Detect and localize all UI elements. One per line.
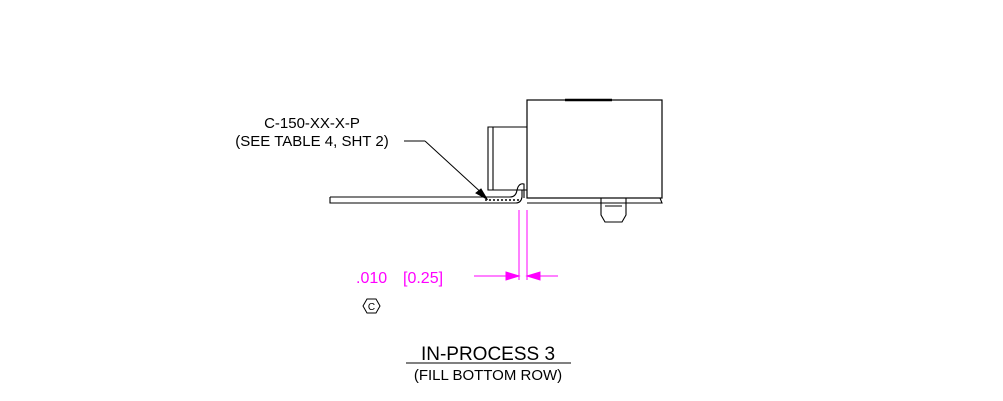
view-title: IN-PROCESS 3 xyxy=(421,344,555,365)
housing-boss xyxy=(487,126,527,191)
housing-peg xyxy=(600,198,627,223)
housing-body xyxy=(526,99,663,199)
callout-leader xyxy=(404,140,489,201)
dimension-value-inch: .010 xyxy=(356,270,387,287)
dimension-value-metric: [0.25] xyxy=(403,270,443,287)
connector-housing xyxy=(526,98,663,199)
inspection-symbol-letter: C xyxy=(368,302,375,313)
dimension-arrow-right xyxy=(525,271,541,281)
callout-reference: (SEE TABLE 4, SHT 2) xyxy=(235,133,388,150)
inspection-hexagon-icon: C xyxy=(362,298,381,314)
view-subtitle: (FILL BOTTOM ROW) xyxy=(414,367,562,384)
callout-arrowhead xyxy=(475,188,489,201)
contact-strip xyxy=(329,183,663,204)
callout-part-number: C-150-XX-X-P xyxy=(264,115,360,132)
dimension-arrow-left xyxy=(505,271,521,281)
dimension-gap xyxy=(474,210,558,281)
